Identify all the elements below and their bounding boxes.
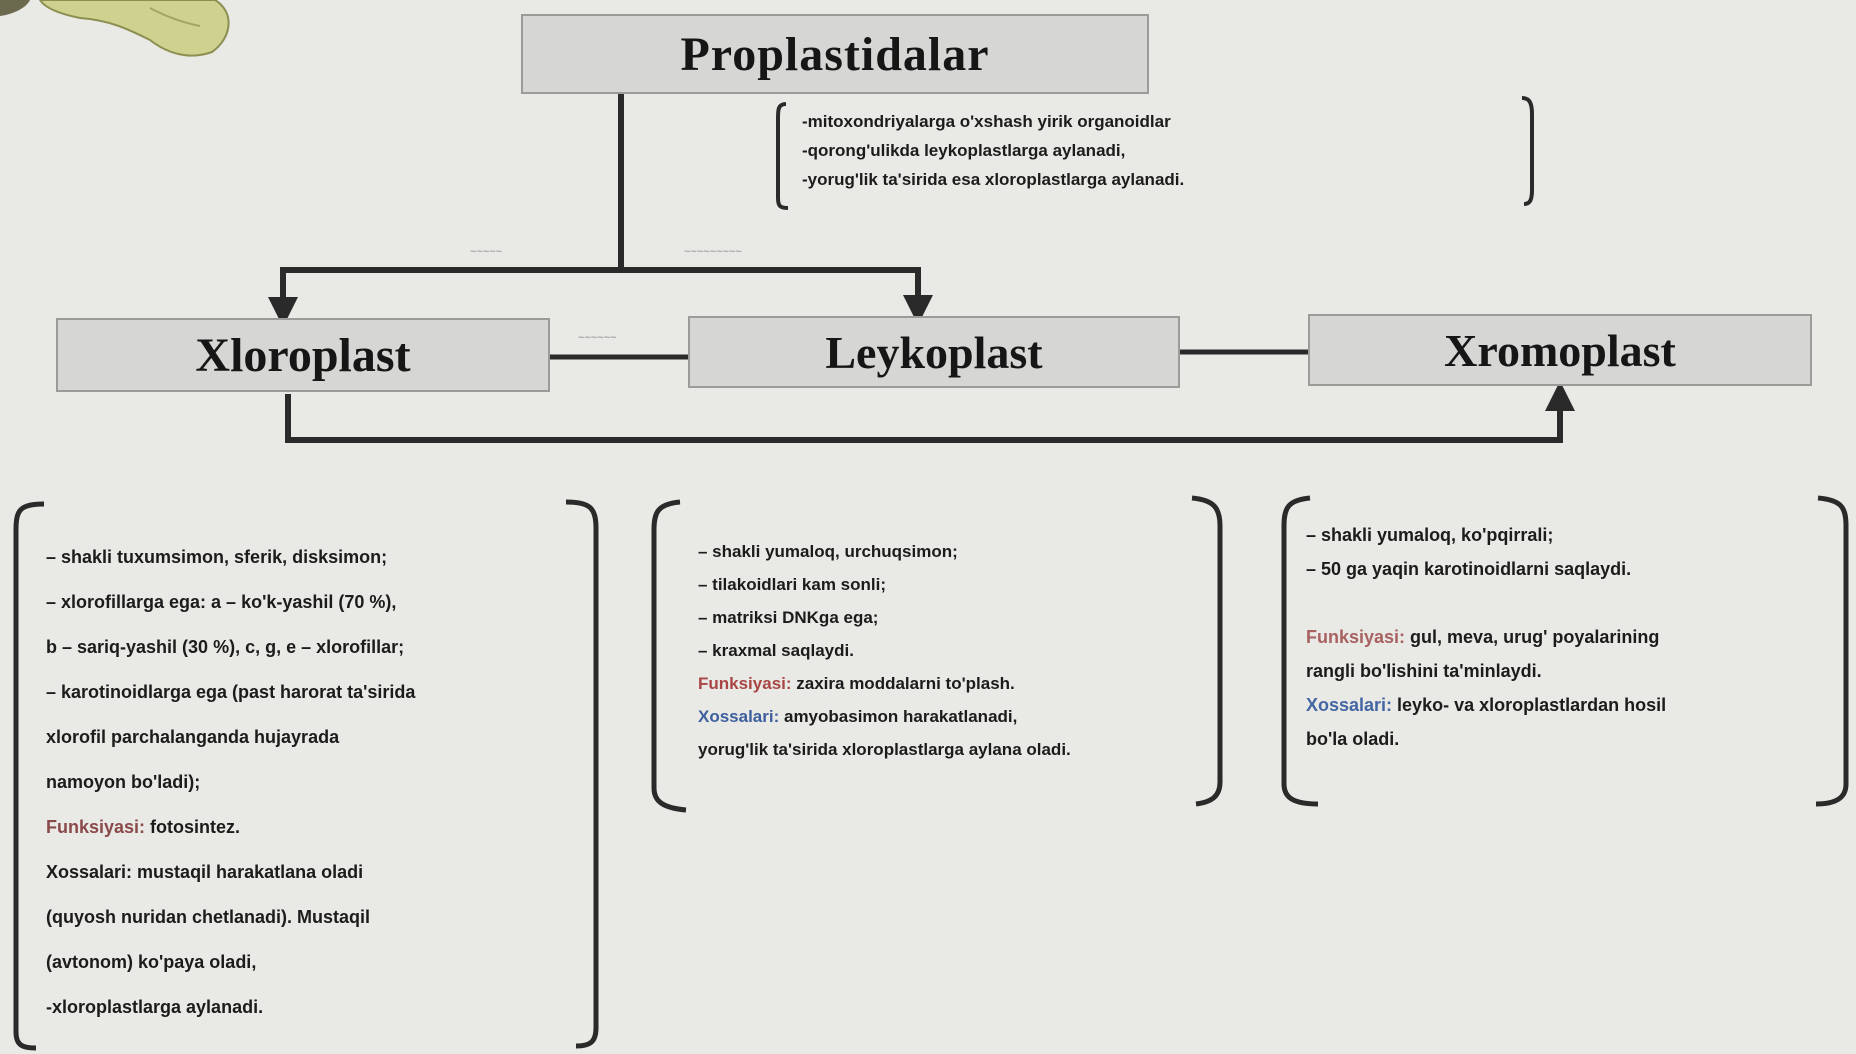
xloro-to-xromo-loop — [285, 381, 1575, 443]
xloroplast-line: namoyon bo'ladi); — [46, 772, 201, 792]
xromoplast-block-bracket — [1281, 495, 1849, 807]
xromoplast-function: Funksiyasi: gul, meva, urug' poyalarinin… — [1306, 620, 1666, 654]
leykoplast-line: – tilakoidlari kam sonli; — [698, 575, 887, 594]
xloroplast-line: (avtonom) ko'paya oladi, — [46, 952, 257, 972]
faint-arrow-label: ~~~~~ — [470, 246, 503, 258]
xloroplast-properties: Xossalari: mustaqil harakatlana oladi — [46, 850, 415, 895]
leykoplast-properties: Xossalari: amyobasimon harakatlanadi, — [698, 700, 1071, 733]
proplastid-note: -mitoxondriyalarga o'xshash yirik organo… — [802, 112, 1171, 131]
leykoplast-line: – shakli yumaloq, urchuqsimon; — [698, 542, 958, 561]
leykoplast-function: Funksiyasi: zaxira moddalarni to'plash. — [698, 667, 1071, 700]
function-label: Funksiyasi: — [46, 817, 146, 837]
xloroplast-label: Xloroplast — [195, 328, 411, 382]
leykoplast-line: – matriksi DNKga ega; — [698, 608, 879, 627]
properties-text: mustaqil harakatlana oladi — [132, 862, 364, 882]
xloroplast-line: b – sariq-yashil (30 %), c, g, e – xloro… — [46, 637, 405, 657]
proplastid-notes-bracket — [776, 96, 1534, 210]
xromoplast-line: bo'la oladi. — [1306, 729, 1400, 749]
properties-label: Xossalari: — [1306, 695, 1393, 715]
proplastid-note: -qorong'ulikda leykoplastlarga aylanadi, — [802, 141, 1126, 160]
proplastidalar-node: Proplastidalar — [521, 14, 1149, 94]
proplastid-note: -yorug'lik ta'sirida esa xloroplastlarga… — [802, 170, 1185, 189]
leykoplast-line: – kraxmal saqlaydi. — [698, 641, 854, 660]
xloroplast-line: xlorofil parchalanganda hujayrada — [46, 727, 340, 747]
faint-arrow-label: ~~~~~~ — [578, 332, 617, 344]
faint-arrow-label: ~~~~~~~~~ — [684, 246, 742, 258]
xromoplast-description: – shakli yumaloq, ko'pqirrali; – 50 ga y… — [1306, 518, 1666, 756]
xromoplast-label: Xromoplast — [1444, 324, 1676, 376]
leykoplast-node: Leykoplast — [688, 316, 1180, 388]
function-text: fotosintez. — [145, 817, 241, 837]
properties-text: leyko- va xloroplastlardan hosil — [1392, 695, 1667, 715]
xloroplast-line: -xloroplastlarga aylanadi. — [46, 997, 264, 1017]
proplastidalar-label: Proplastidalar — [680, 27, 990, 81]
function-label: Funksiyasi: — [698, 674, 792, 693]
xloroplast-description: – shakli tuxumsimon, sferik, disksimon; … — [46, 535, 415, 1030]
properties-text: amyobasimon harakatlanadi, — [779, 707, 1018, 726]
xloroplast-line: – karotinoidlarga ega (past harorat ta's… — [46, 682, 416, 702]
function-text: gul, meva, urug' poyalarining — [1405, 627, 1660, 647]
properties-label: Xossalari: — [698, 707, 780, 726]
spacer — [1306, 586, 1666, 620]
xromoplast-line: – 50 ga yaqin karotinoidlarni saqlaydi. — [1306, 559, 1632, 579]
proplastid-branch — [268, 94, 933, 327]
xloroplast-line: (quyosh nuridan chetlanadi). Mustaqil — [46, 907, 371, 927]
xloroplast-block-bracket — [13, 499, 599, 1051]
proplastid-notes: -mitoxondriyalarga o'xshash yirik organo… — [802, 107, 1184, 194]
xromoplast-line: – shakli yumaloq, ko'pqirrali; — [1306, 525, 1554, 545]
xloroplast-node: Xloroplast — [56, 318, 550, 392]
leykoplast-description: – shakli yumaloq, urchuqsimon; – tilakoi… — [698, 535, 1071, 766]
function-text: zaxira moddalarni to'plash. — [791, 674, 1015, 693]
xromoplast-node: Xromoplast — [1308, 314, 1812, 386]
xromoplast-line: rangli bo'lishini ta'minlaydi. — [1306, 661, 1542, 681]
leykoplast-block-bracket — [651, 495, 1223, 813]
xromoplast-properties: Xossalari: leyko- va xloroplastlardan ho… — [1306, 688, 1666, 722]
function-label: Funksiyasi: — [1306, 627, 1406, 647]
leaf-decoration — [0, 0, 230, 57]
xloroplast-line: – xlorofillarga ega: a – ko'k-yashil (70… — [46, 592, 397, 612]
xloroplast-line: – shakli tuxumsimon, sferik, disksimon; — [46, 547, 388, 567]
properties-label: Xossalari: — [46, 862, 133, 882]
leykoplast-label: Leykoplast — [825, 326, 1043, 378]
xloroplast-function: Funksiyasi: fotosintez. — [46, 805, 415, 850]
leykoplast-line: yorug'lik ta'sirida xloroplastlarga ayla… — [698, 740, 1071, 759]
